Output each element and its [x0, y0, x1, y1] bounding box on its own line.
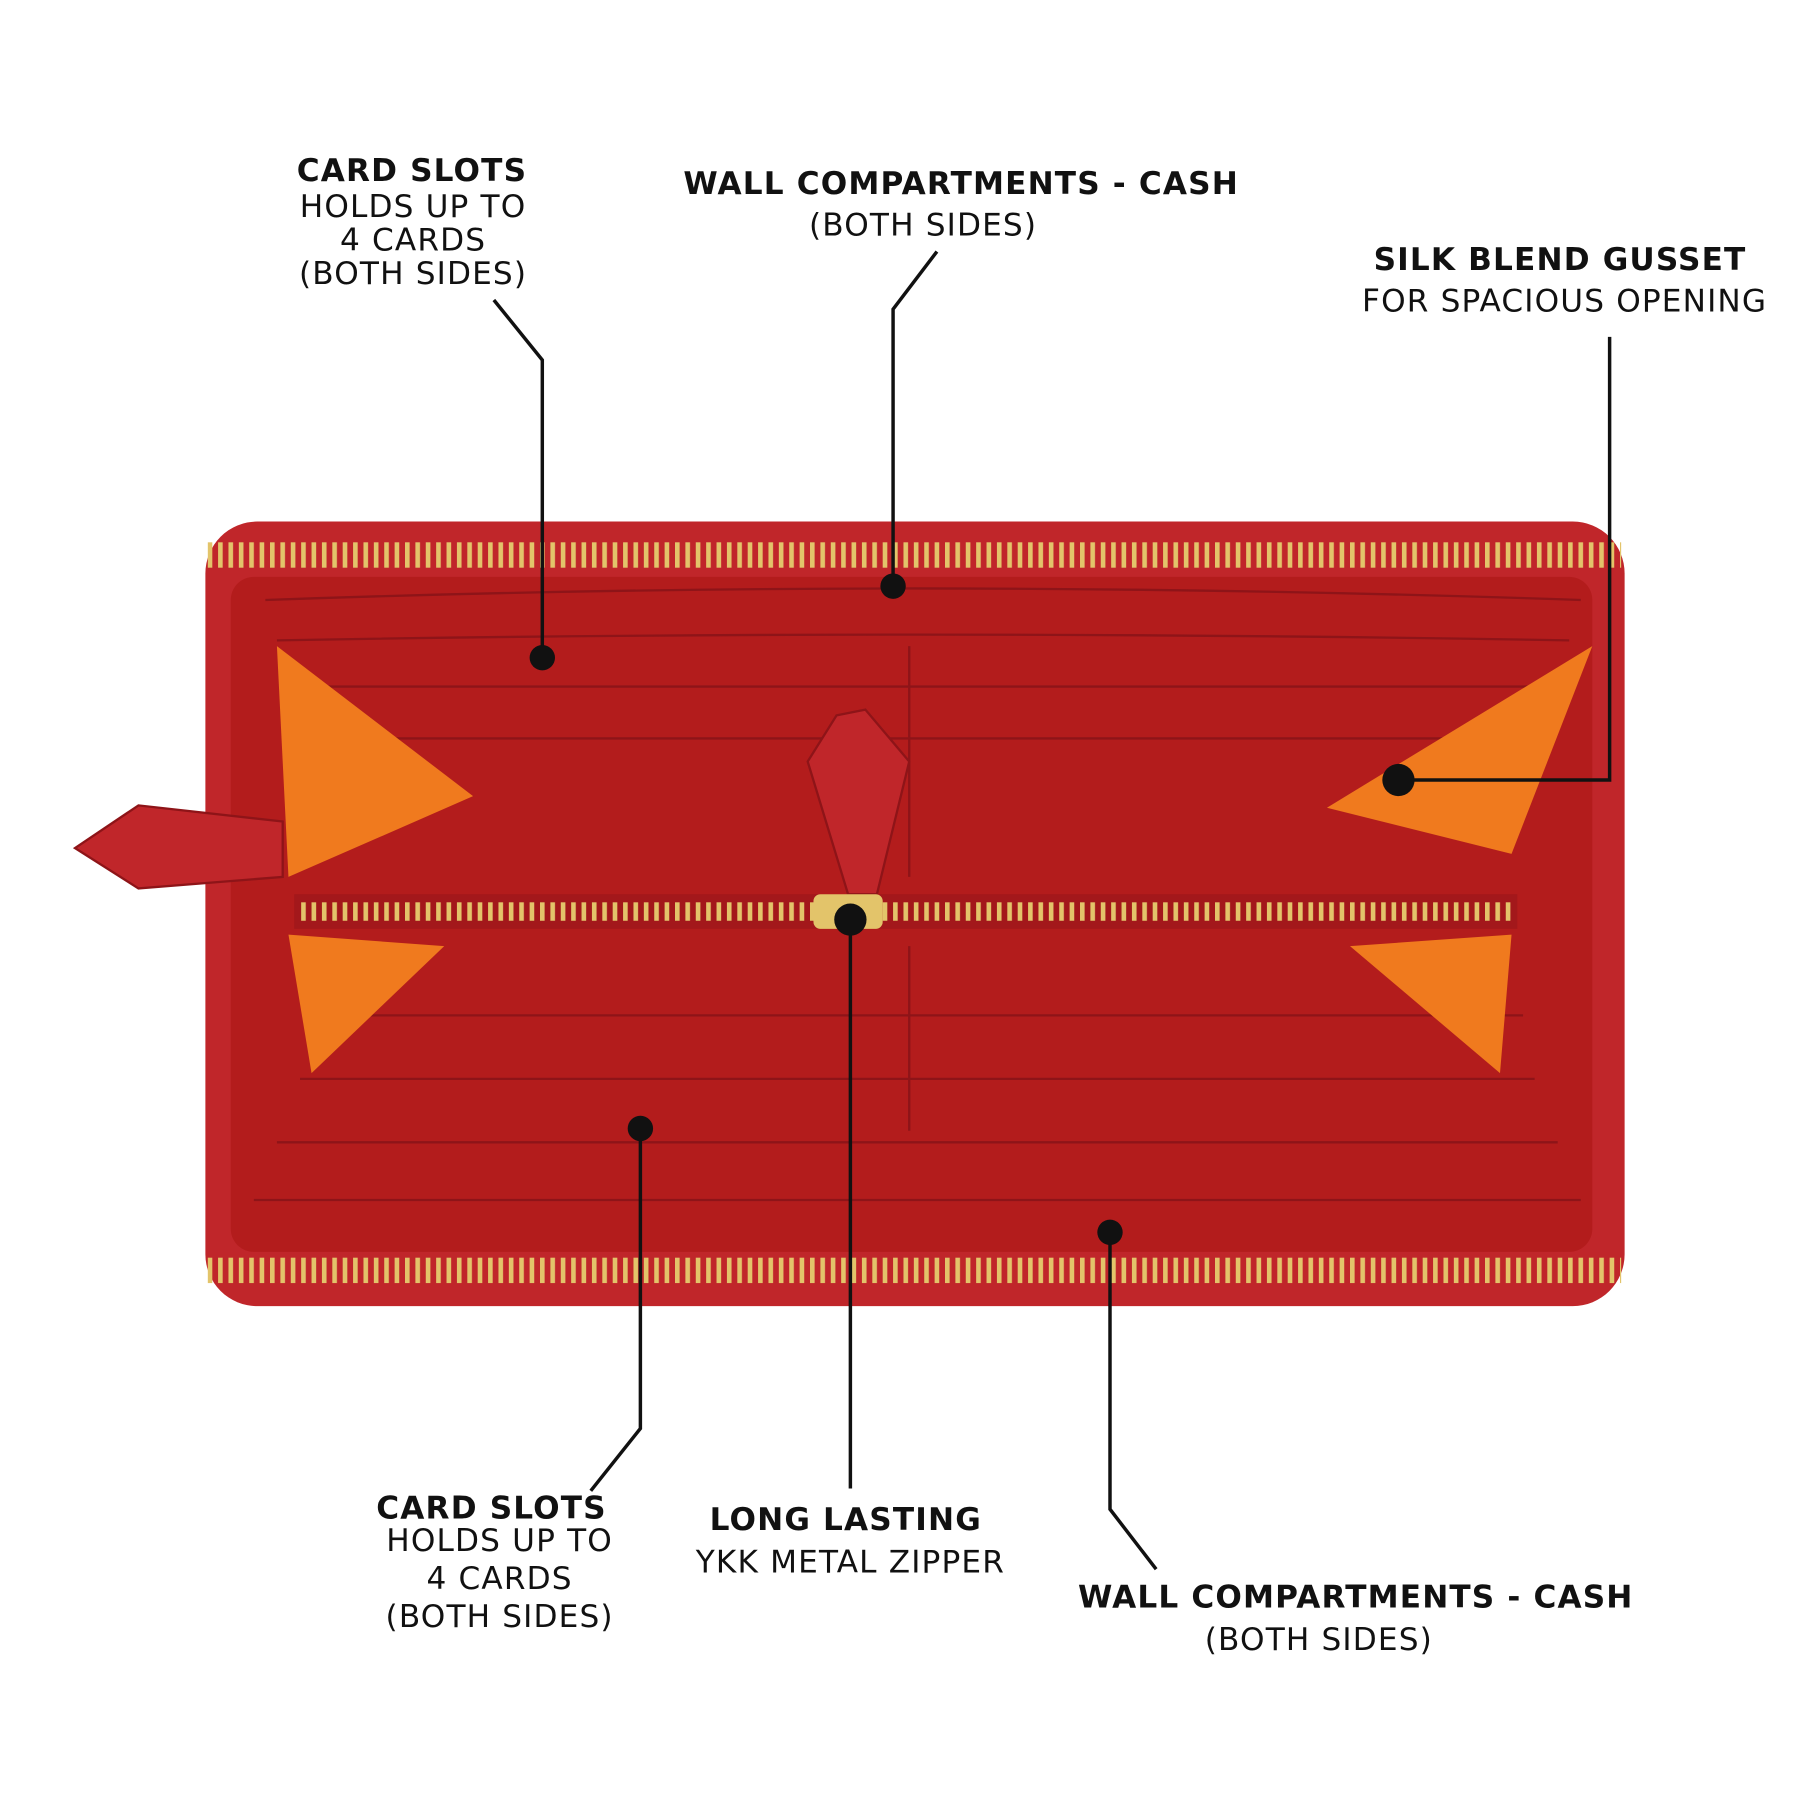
zipper-pull-tab [806, 708, 911, 896]
callout-card-slots-top: CARD SLOTS HOLDS UP TO 4 CARDS (BOTH SID… [297, 153, 527, 292]
callout-line: 4 CARDS [340, 222, 486, 258]
callout-title: LONG LASTING [710, 1502, 982, 1538]
callout-wall-compartments-top: WALL COMPARTMENTS - CASH (BOTH SIDES) [683, 166, 1239, 244]
card-slot-lines [253, 587, 1581, 1202]
wallet-illustration [72, 521, 1625, 1307]
callout-ykk-zipper: LONG LASTING YKK METAL ZIPPER [695, 1502, 1005, 1581]
gusset-top-right [1326, 646, 1593, 854]
bottom-zipper [207, 1257, 1622, 1284]
callout-title: CARD SLOTS [297, 153, 527, 189]
callout-line: YKK METAL ZIPPER [695, 1545, 1005, 1581]
callout-silk-gusset: SILK BLEND GUSSET FOR SPACIOUS OPENING [1362, 242, 1767, 320]
callout-line: (BOTH SIDES) [386, 1599, 614, 1635]
callout-line: (BOTH SIDES) [809, 207, 1037, 243]
outer-zipper-pull [72, 804, 284, 890]
middle-zipper [297, 902, 1515, 921]
callout-line: (BOTH SIDES) [299, 256, 527, 292]
callout-line: HOLDS UP TO [300, 189, 527, 225]
callout-line: (BOTH SIDES) [1205, 1622, 1433, 1658]
callout-line: 4 CARDS [427, 1561, 573, 1597]
callout-title: CARD SLOTS [376, 1490, 606, 1526]
gusset-top-left [276, 646, 474, 877]
gusset-bottom-right [1350, 934, 1512, 1074]
leader-lines [492, 250, 1612, 1571]
top-zipper [207, 542, 1622, 568]
callout-wall-compartments-bottom: WALL COMPARTMENTS - CASH (BOTH SIDES) [1078, 1579, 1634, 1658]
callout-title: WALL COMPARTMENTS - CASH [683, 166, 1239, 202]
gusset-bottom-left [288, 934, 445, 1074]
callout-card-slots-bottom: CARD SLOTS HOLDS UP TO 4 CARDS (BOTH SID… [376, 1490, 614, 1635]
callout-title: SILK BLEND GUSSET [1374, 242, 1747, 278]
callout-line: HOLDS UP TO [386, 1523, 613, 1559]
callout-title: WALL COMPARTMENTS - CASH [1078, 1579, 1634, 1615]
callout-line: FOR SPACIOUS OPENING [1362, 284, 1767, 320]
